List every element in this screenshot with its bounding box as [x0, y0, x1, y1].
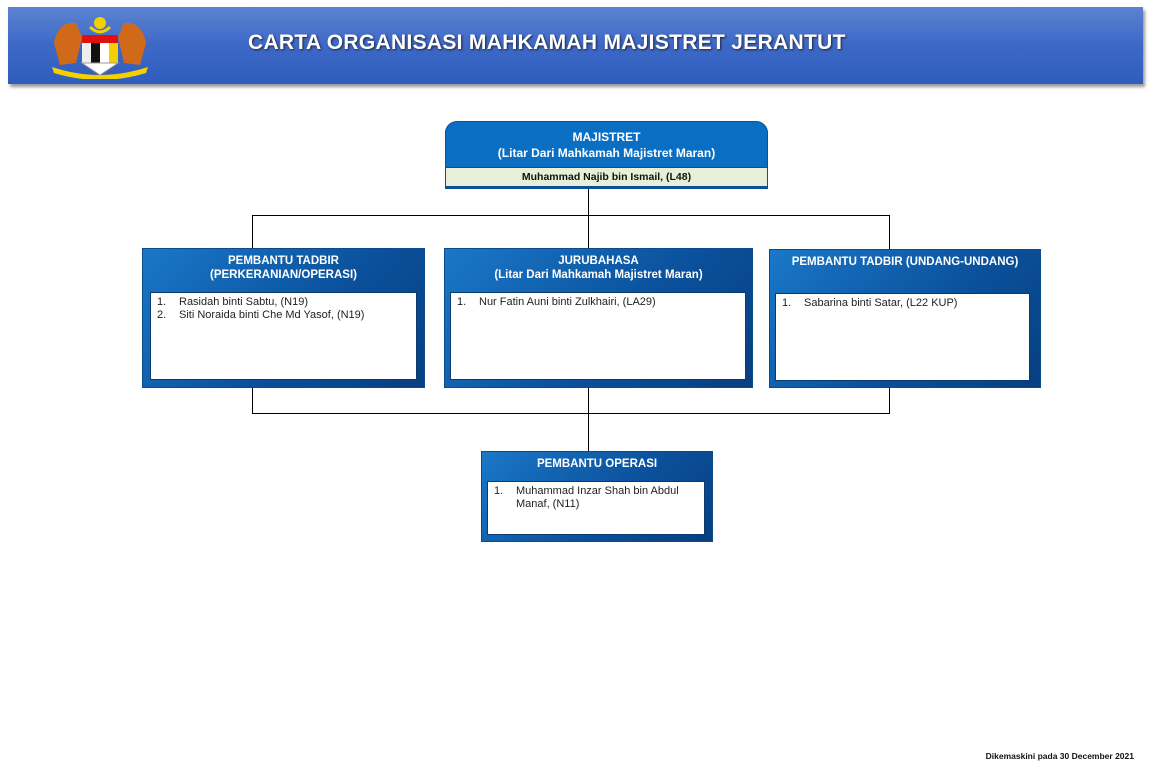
member-list: 1.Sabarina binti Satar, (L22 KUP) — [775, 293, 1030, 381]
page-title: CARTA ORGANISASI MAHKAMAH MAJISTRET JERA… — [248, 31, 846, 54]
coat-of-arms-logo — [52, 17, 148, 79]
member-list: 1.Nur Fatin Auni binti Zulkhairi, (LA29) — [450, 292, 746, 380]
updated-date: Dikemaskini pada 30 December 2021 — [985, 751, 1134, 761]
connector — [252, 413, 890, 414]
unit-box-pembantu-operasi: PEMBANTU OPERASI 1.Muhammad Inzar Shah b… — [481, 451, 713, 542]
list-item: 1.Nur Fatin Auni binti Zulkhairi, (LA29) — [457, 296, 656, 308]
member-list: 1.Rasidah binti Sabtu, (N19) 2.Siti Nora… — [150, 292, 417, 380]
list-item: 1.Sabarina binti Satar, (L22 KUP) — [782, 297, 958, 309]
list-item: 2.Siti Noraida binti Che Md Yasof, (N19) — [157, 309, 365, 321]
box-title: JURUBAHASA — [558, 255, 639, 267]
connector — [588, 189, 589, 215]
box-subtitle: (Litar Dari Mahkamah Majistret Maran) — [494, 269, 703, 281]
header-banner: CARTA ORGANISASI MAHKAMAH MAJISTRET JERA… — [8, 7, 1143, 84]
box-title: PEMBANTU TADBIR — [228, 255, 339, 267]
list-item: 1.Rasidah binti Sabtu, (N19) — [157, 296, 309, 308]
connector — [588, 215, 589, 248]
box-subtitle: (PERKERANIAN/OPERASI) — [210, 269, 357, 281]
member-list: 1.Muhammad Inzar Shah bin Abdul Manaf, (… — [487, 481, 705, 535]
connector — [588, 386, 589, 451]
box-title: PEMBANTU OPERASI — [536, 458, 658, 470]
connector — [252, 215, 253, 248]
connector — [252, 215, 890, 216]
connector — [252, 386, 253, 413]
box-title: MAJISTRET — [572, 130, 641, 144]
majistret-box: MAJISTRET (Litar Dari Mahkamah Majistret … — [445, 121, 768, 189]
box-title: PEMBANTU TADBIR (UNDANG-UNDANG) — [791, 256, 1019, 268]
connector — [889, 386, 890, 413]
majistret-name: Muhammad Najib bin Ismail, (L48) — [446, 167, 767, 189]
unit-box-pembantu-tadbir: PEMBANTU TADBIR (PERKERANIAN/OPERASI) 1.R… — [142, 248, 425, 388]
list-item: 1.Muhammad Inzar Shah bin Abdul Manaf, (… — [494, 485, 679, 510]
unit-box-pembantu-tadbir-undang: PEMBANTU TADBIR (UNDANG-UNDANG) 1.Sabari… — [769, 249, 1041, 388]
box-subtitle: (Litar Dari Mahkamah Majistret Maran) — [497, 146, 716, 160]
unit-box-jurubahasa: JURUBAHASA (Litar Dari Mahkamah Majistret… — [444, 248, 753, 388]
connector — [889, 215, 890, 249]
